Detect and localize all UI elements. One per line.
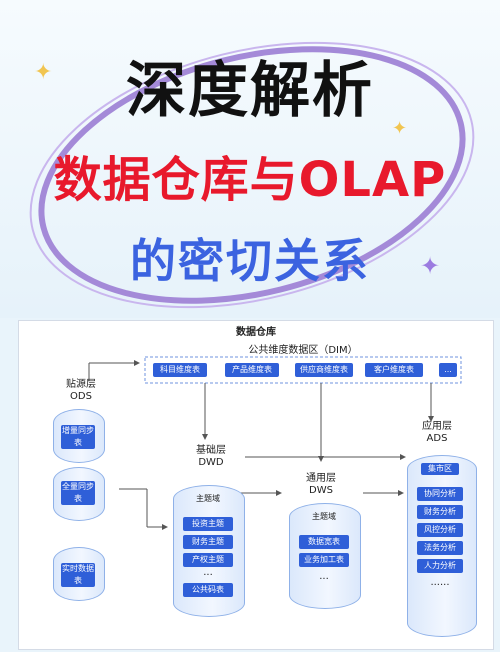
dws-item: 数据宽表 (299, 535, 349, 549)
title-line-3: 的密切关系 (130, 234, 370, 288)
title-line-1: 深度解析 (126, 56, 374, 126)
ods-label: 贴源层 (66, 379, 96, 390)
dwd-header: 主题域 (196, 494, 220, 503)
dws-label: 通用层 (306, 473, 336, 484)
star-icon: ✦ (34, 60, 53, 85)
dws-item: 业务加工表 (299, 553, 349, 567)
decorative-ellipse (29, 41, 475, 309)
dws-header: 主题域 (312, 512, 336, 521)
dim-item: 客户维度表 (365, 363, 423, 377)
ads-item: 风控分析 (417, 523, 463, 537)
ads-item: 财务分析 (417, 505, 463, 519)
title-line-2: 数据仓库与OLAP (53, 152, 447, 208)
ads-item: 人力分析 (417, 559, 463, 573)
ads-item: 法务分析 (417, 541, 463, 555)
dwd-code: DWD (198, 457, 224, 468)
dwd-label: 基础层 (196, 445, 226, 456)
dim-label: 公共维度数据区（DIM） (248, 345, 358, 356)
architecture-diagram: 数据仓库 公共维度数据区（DIM） 科目维度表 产品维度表 供应商维度表 客户维… (18, 320, 494, 650)
dim-item: 供应商维度表 (295, 363, 353, 377)
dim-item: 科目维度表 (153, 363, 207, 377)
ods-store-label: 实时数据表 (61, 563, 95, 587)
ads-code: ADS (426, 433, 448, 444)
ads-item: 协同分析 (417, 487, 463, 501)
dwd-item: 产权主题 (183, 553, 233, 567)
dim-item: 产品维度表 (225, 363, 279, 377)
dws-code: DWS (309, 485, 333, 496)
diagram-connectors (88, 356, 462, 530)
dwd-item: 公共码表 (183, 583, 233, 597)
ods-store-label: 全量同步表 (61, 481, 95, 505)
diagram-heading: 数据仓库 (236, 327, 276, 338)
ads-label: 应用层 (422, 421, 452, 432)
dwd-item: 财务主题 (183, 535, 233, 549)
ods-code: ODS (70, 391, 92, 402)
dwd-item: ... (203, 567, 213, 578)
dim-item: ... (439, 363, 457, 377)
dwd-item: 投资主题 (183, 517, 233, 531)
cover-banner: ✦ ✦ ✦ 深度解析 数据仓库与OLAP 的密切关系 (0, 0, 500, 318)
ads-item: ...... (430, 577, 450, 588)
ods-store-label: 增量同步表 (61, 425, 95, 449)
star-icon: ✦ (420, 252, 441, 280)
star-icon: ✦ (392, 118, 408, 139)
ads-header: 集市区 (421, 463, 459, 475)
dws-more: ... (319, 571, 329, 582)
